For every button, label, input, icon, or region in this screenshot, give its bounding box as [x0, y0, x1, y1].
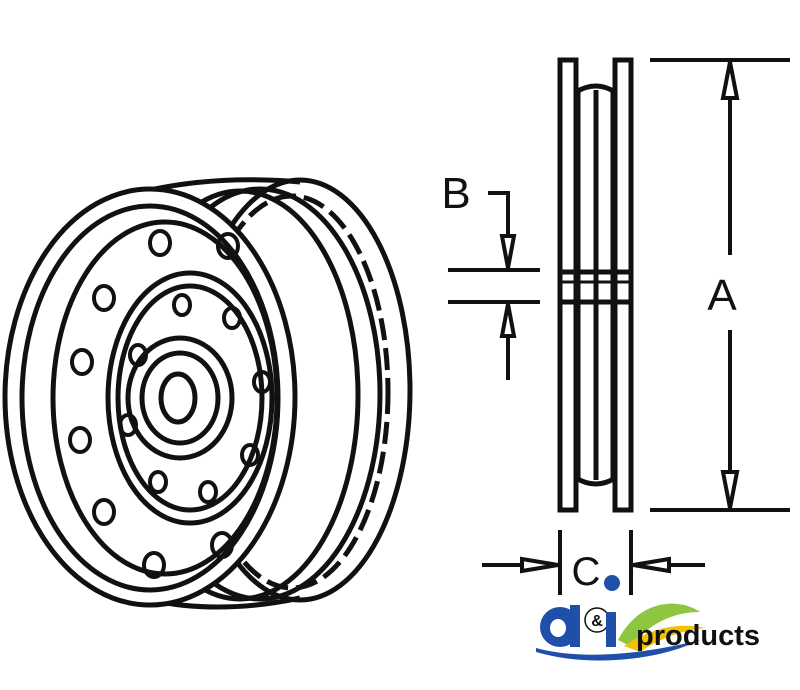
logo-letter-i [604, 575, 620, 647]
pulley-inner-flange-2 [115, 283, 265, 513]
pulley-side-profile [557, 57, 634, 513]
bolt-hole [118, 413, 138, 437]
bolt-hole [216, 232, 240, 260]
logo-field [624, 625, 705, 652]
ai-products-logo: & products [536, 575, 760, 661]
bolt-hole [128, 343, 148, 367]
logo-letter-a [540, 605, 580, 647]
dimension-a [650, 58, 790, 512]
bolt-hole [252, 370, 272, 394]
pulley-front-face [50, 219, 280, 577]
bolt-hole [92, 498, 116, 526]
bolt-hole [70, 348, 94, 376]
bolt-hole [142, 551, 166, 579]
dimension-c [482, 530, 705, 595]
bolt-hole [198, 480, 218, 504]
pulley-hub-outer [125, 335, 235, 461]
bolt-hole [240, 443, 260, 467]
dimension-b-label: B [441, 169, 470, 218]
logo-ampersand: & [584, 607, 610, 633]
svg-text:&: & [591, 613, 603, 630]
inner-bolt-holes [118, 293, 272, 504]
bolt-hole [148, 229, 172, 257]
dimension-c-arrow-right [520, 556, 559, 574]
bolt-hole [222, 306, 242, 330]
profile-groove-bottom [574, 475, 617, 487]
pulley-hub-mid [139, 350, 221, 446]
outer-bolt-holes [68, 229, 240, 579]
pulley-isometric-view [2, 177, 413, 610]
pulley-inner-flange [105, 270, 275, 526]
dimension-c-label: C [572, 550, 601, 594]
dimension-a-label: A [707, 271, 737, 320]
dimension-b [448, 191, 540, 380]
bolt-hole [92, 284, 116, 312]
logo-products-text: products [636, 620, 760, 652]
dimension-a-arrow-down [720, 470, 740, 509]
logo-swoosh-base [536, 640, 700, 661]
dimension-a-arrow-up [720, 61, 740, 100]
pulley-bore [158, 371, 198, 425]
pulley-front-rim-outer [2, 186, 298, 608]
profile-bore-band [557, 269, 634, 305]
logo-leaf [618, 603, 700, 646]
dimension-b-arrow-down [499, 234, 517, 269]
bolt-hole [210, 531, 234, 559]
dimension-b-arrow-up [499, 303, 517, 338]
bolt-hole [172, 293, 192, 317]
profile-groove-top [574, 83, 617, 95]
bolt-hole [68, 426, 92, 454]
pulley-top-edge [149, 177, 301, 193]
dimension-c-arrow-left [632, 556, 671, 574]
bolt-hole [148, 470, 168, 494]
